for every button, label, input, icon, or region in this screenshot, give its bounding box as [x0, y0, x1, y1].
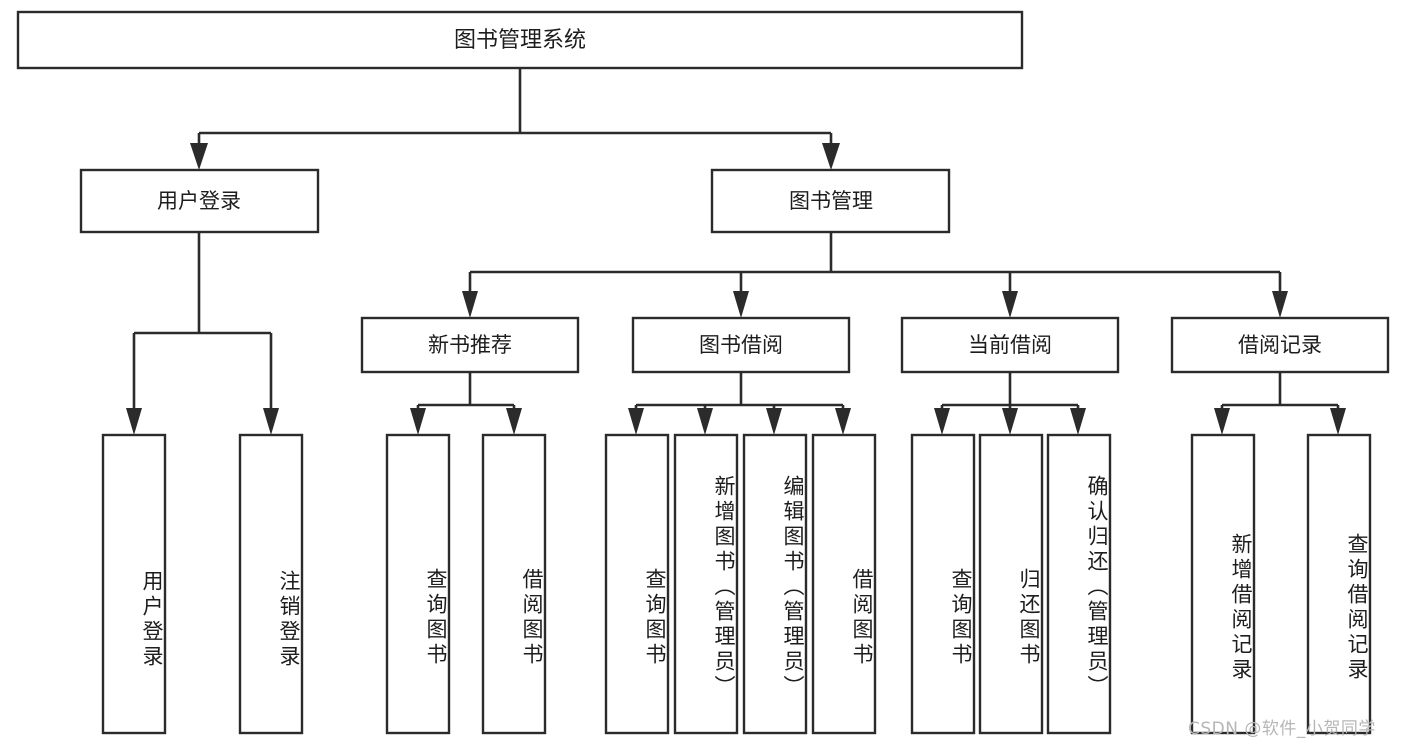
node-root[interactable]: 图书管理系统 [16, 10, 1024, 70]
leaf-box-borrow-record-2[interactable] [1306, 433, 1372, 735]
node-new-book-recommend[interactable]: 新书推荐 [360, 316, 580, 374]
arrow-book-borrow-leaf-4 [835, 408, 851, 435]
node-borrow-record-label: 借阅记录 [1238, 333, 1322, 357]
arrow-new-book-leaf-1 [410, 408, 426, 435]
node-book-borrow-box[interactable] [631, 316, 851, 374]
node-book-manage-box[interactable] [710, 168, 951, 234]
arrow-root-to-book-manage [822, 143, 840, 170]
node-book-manage[interactable]: 图书管理 [710, 168, 951, 234]
arrow-to-new-book-recommend [462, 291, 478, 318]
arrow-user-login-leaf-2 [263, 408, 279, 435]
arrow-borrow-record-leaf-1 [1214, 408, 1230, 435]
leaf-box-user-login-1[interactable] [101, 433, 167, 735]
leaf-box-user-login-2[interactable] [238, 433, 304, 735]
leaf-boxes-book-borrow [604, 433, 877, 735]
leaf-box-book-borrow-1[interactable] [604, 433, 670, 735]
leaf-box-book-borrow-2[interactable] [673, 433, 739, 735]
leaf-boxes-user-login [101, 433, 304, 735]
arrow-to-current-borrow [1002, 291, 1018, 318]
leaf-box-new-book-1[interactable] [385, 433, 451, 735]
node-new-book-recommend-label: 新书推荐 [428, 333, 512, 357]
arrow-to-book-borrow [733, 291, 749, 318]
node-user-login[interactable]: 用户登录 [79, 168, 320, 234]
arrow-book-borrow-leaf-2 [697, 408, 713, 435]
node-root-label: 图书管理系统 [454, 28, 586, 53]
node-new-book-recommend-box[interactable] [360, 316, 580, 374]
leaf-boxes-current-borrow [910, 433, 1112, 735]
leaf-box-current-borrow-3[interactable] [1046, 433, 1112, 735]
node-book-borrow-label: 图书借阅 [699, 333, 783, 357]
arrow-user-login-leaf-1 [126, 408, 142, 435]
node-current-borrow-box[interactable] [900, 316, 1120, 374]
arrow-current-borrow-leaf-1 [934, 408, 950, 435]
leaf-box-current-borrow-2[interactable] [978, 433, 1044, 735]
leaf-boxes-borrow-record [1190, 433, 1372, 735]
arrow-book-borrow-leaf-3 [766, 408, 782, 435]
leaf-boxes-new-book-recommend [385, 433, 547, 735]
node-user-login-box[interactable] [79, 168, 320, 234]
leaf-box-book-borrow-3[interactable] [742, 433, 808, 735]
arrow-new-book-leaf-2 [506, 408, 522, 435]
connector-layer [126, 68, 1346, 435]
arrow-current-borrow-leaf-3 [1070, 408, 1086, 435]
node-borrow-record-box[interactable] [1170, 316, 1390, 374]
leaf-box-book-borrow-4[interactable] [811, 433, 877, 735]
leaf-box-new-book-2[interactable] [481, 433, 547, 735]
arrow-to-borrow-record [1272, 291, 1288, 318]
leaf-box-borrow-record-1[interactable] [1190, 433, 1256, 735]
arrow-current-borrow-leaf-2 [1002, 408, 1018, 435]
node-borrow-record[interactable]: 借阅记录 [1170, 316, 1390, 374]
leaf-box-current-borrow-1[interactable] [910, 433, 976, 735]
node-root-box[interactable] [16, 10, 1024, 70]
arrow-book-borrow-leaf-1 [628, 408, 644, 435]
node-book-manage-label: 图书管理 [789, 189, 873, 213]
node-current-borrow-label: 当前借阅 [968, 333, 1052, 357]
arrow-root-to-user-login [190, 143, 208, 170]
node-book-borrow[interactable]: 图书借阅 [631, 316, 851, 374]
arrow-borrow-record-leaf-2 [1330, 408, 1346, 435]
node-current-borrow[interactable]: 当前借阅 [900, 316, 1120, 374]
watermark-label: CSDN @软件_小贺同学 [1188, 719, 1376, 739]
node-user-login-label: 用户登录 [157, 189, 241, 213]
